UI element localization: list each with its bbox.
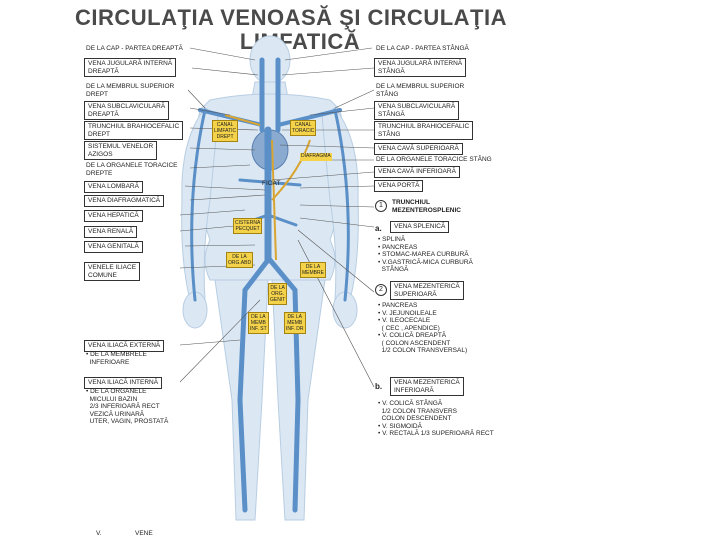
box-lumbar-vein: VENA LOMBARĂ — [84, 181, 143, 193]
ylabel-left-lower-limb: DE LA MEMB INF. ST — [248, 312, 269, 334]
label-superior-mesenteric-tributaries: • PANCREAS • V. JEJUNOILEALE • V. ILEOCE… — [378, 302, 467, 355]
ylabel-abdominal-organs: DE LA ORG.ABD — [226, 252, 253, 268]
footer-right-text: VENE — [135, 530, 153, 538]
label-head-right: DE LA CAP - PARTEA DREAPTĂ — [86, 45, 183, 53]
head-shape — [250, 36, 290, 84]
label-inferior-mesenteric-tributaries: • V. COLICĂ STÂNGĂ 1/2 COLON TRANSVERS C… — [378, 400, 494, 438]
marker-a: a. — [375, 224, 382, 233]
box-superior-mesenteric-vein: VENA MEZENTERICĂ SUPERIOARĂ — [390, 281, 464, 300]
label-liver: FICAT — [262, 180, 280, 188]
box-common-iliac-veins: VENELE ILIACE COMUNE — [84, 262, 140, 281]
footer-left-text: V. — [96, 530, 102, 538]
marker-two: 2 — [375, 284, 387, 296]
label-head-left: DE LA CAP - PARTEA STÂNGĂ — [376, 45, 469, 53]
box-left-brachiocephalic: TRUNCHIUL BRAHIOCEFALIC STÂNG — [374, 121, 473, 140]
box-inferior-mesenteric-vein: VENA MEZENTERICĂ INFERIOARĂ — [390, 377, 464, 396]
box-right-internal-jugular: VENA JUGULARĂ INTERNĂ DREAPTĂ — [84, 58, 176, 77]
label-mesentericosplenic-trunk: TRUNCHIUL MEZENTEROSPLENIC — [392, 199, 461, 214]
marker-b: b. — [375, 382, 382, 391]
box-genital-vein: VENA GENITALĂ — [84, 241, 143, 253]
ylabel-right-lower-limb: DE LA MEMB INF. DR — [284, 312, 306, 334]
ylabel-thoracic-duct: CANAL TORACIC — [290, 120, 316, 136]
ylabel-members: DE LA MEMBRE — [300, 262, 326, 278]
box-left-subclavian: VENA SUBCLAVICULARĂ STÂNGĂ — [374, 101, 459, 120]
label-splenic-tributaries: • SPLINĂ • PANCREAS • STOMAC-MAREA CURBU… — [378, 236, 473, 274]
ylabel-right-lymph-duct: CANAL LIMFATIC DREPT — [212, 120, 238, 142]
label-left-upper-limb: DE LA MEMBRUL SUPERIOR STÂNG — [376, 83, 464, 98]
box-inferior-vena-cava: VENA CAVĂ INFERIOARĂ — [374, 166, 460, 178]
ylabel-genital-organs: DE LA ORG. GENIT — [268, 283, 287, 305]
ylabel-cisterna-pecquet: CISTERNA PECQUET — [233, 218, 262, 234]
box-superior-vena-cava: VENA CAVĂ SUPERIOARĂ — [374, 143, 463, 155]
box-portal-vein: VENA PORTĂ — [374, 180, 423, 192]
box-internal-iliac-vein: VENA ILIACĂ INTERNĂ — [84, 377, 162, 389]
box-external-iliac-vein: VENA ILIACĂ EXTERNĂ — [84, 340, 164, 352]
label-pelvic-organs: • DE LA ORGANELE MICULUI BAZIN 2/3 INFER… — [86, 388, 168, 426]
label-right-thoracic-organs: DE LA ORGANELE TORACICE DREPTE — [86, 162, 178, 177]
box-diaphragmatic-vein: VENA DIAFRAGMATICĂ — [84, 195, 164, 207]
box-azygos-system: SISTEMUL VENELOR AZIGOS — [84, 141, 157, 160]
box-splenic-vein: VENA SPLENICĂ — [390, 221, 449, 233]
box-right-subclavian: VENA SUBCLAVICULARĂ DREAPTĂ — [84, 101, 169, 120]
box-right-brachiocephalic: TRUNCHIUL BRAHIOCEFALIC DREPT — [84, 121, 183, 140]
label-lower-limbs: • DE LA MEMBRELE INFERIOARE — [86, 351, 147, 366]
marker-one: 1 — [375, 200, 387, 212]
label-left-thoracic-organs: DE LA ORGANELE TORACICE STÂNG — [376, 156, 492, 164]
box-left-internal-jugular: VENA JUGULARĂ INTERNĂ STÂNGĂ — [374, 58, 466, 77]
label-right-upper-limb: DE LA MEMBRUL SUPERIOR DREPT — [86, 83, 174, 98]
label-diaphragm: DIAFRAGMA — [300, 153, 332, 161]
box-renal-vein: VENA RENALĂ — [84, 226, 137, 238]
box-hepatic-vein: VENA HEPATICĂ — [84, 210, 143, 222]
